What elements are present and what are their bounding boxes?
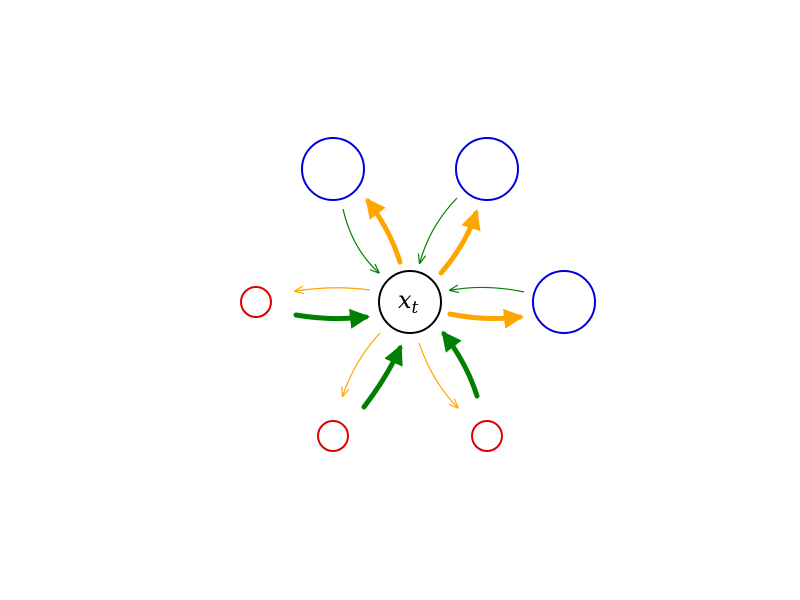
node-red-bottom-left [317, 420, 349, 452]
node-red-bottom-right [471, 420, 503, 452]
node-blue-top-right [455, 137, 519, 201]
arrow-green-thin-top-right [420, 197, 458, 262]
arrow-orange-thick-top-left [365, 197, 403, 265]
node-blue-right [532, 270, 596, 334]
arrow-green-thin-top-left [342, 208, 378, 272]
arrow-green-thick-bottom-right [441, 330, 480, 399]
node-red-left [240, 286, 272, 318]
arrow-orange-thick-top-right [438, 209, 481, 276]
center-label-main: x [398, 286, 412, 314]
arrow-orange-thin-bottom-right [418, 342, 457, 407]
arrow-green-thick-bottom-left [361, 344, 403, 410]
node-blue-top-left [301, 137, 365, 201]
arrow-orange-thin-bottom-left [343, 332, 381, 395]
center-node [378, 270, 442, 334]
center-node-label: xt [398, 286, 419, 318]
arrow-orange-thick-right [447, 308, 524, 329]
arrow-green-thick-left [293, 308, 370, 329]
arrow-orange-thin-left [296, 288, 371, 291]
arrow-green-thin-right [451, 287, 525, 292]
center-label-sub: t [412, 298, 419, 318]
